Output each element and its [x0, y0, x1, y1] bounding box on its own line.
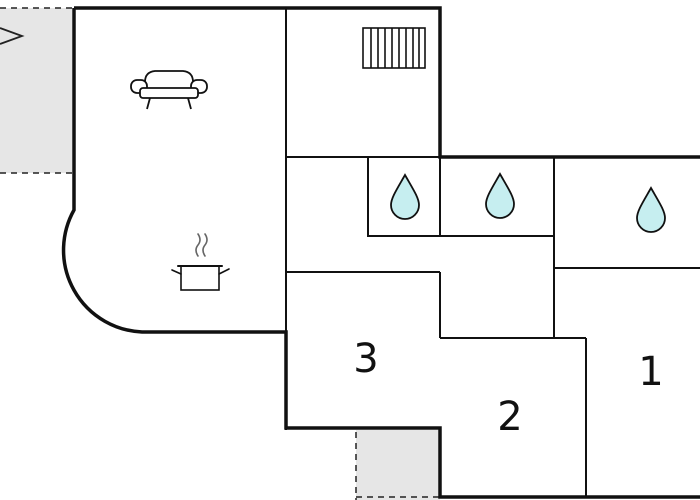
room-number-1: 1 — [638, 349, 663, 395]
outer-walls — [61, 6, 700, 499]
water-drop-icon — [390, 173, 420, 220]
room-number-3: 3 — [353, 336, 378, 382]
bathroom-2 — [485, 172, 515, 219]
bathroom-1 — [390, 173, 420, 220]
interior-walls — [285, 8, 700, 497]
bathroom-3 — [636, 186, 666, 233]
sofa-icon — [130, 70, 208, 110]
water-drop-icon — [485, 172, 515, 219]
entrance-arrow-icon — [0, 27, 25, 45]
cooking-pot-icon — [171, 233, 230, 291]
terrace-top-left — [0, 7, 72, 174]
water-drop-icon — [636, 186, 666, 233]
room-number-2: 2 — [497, 394, 522, 440]
terrace-bottom — [355, 430, 440, 500]
stairs-icon — [362, 27, 426, 69]
